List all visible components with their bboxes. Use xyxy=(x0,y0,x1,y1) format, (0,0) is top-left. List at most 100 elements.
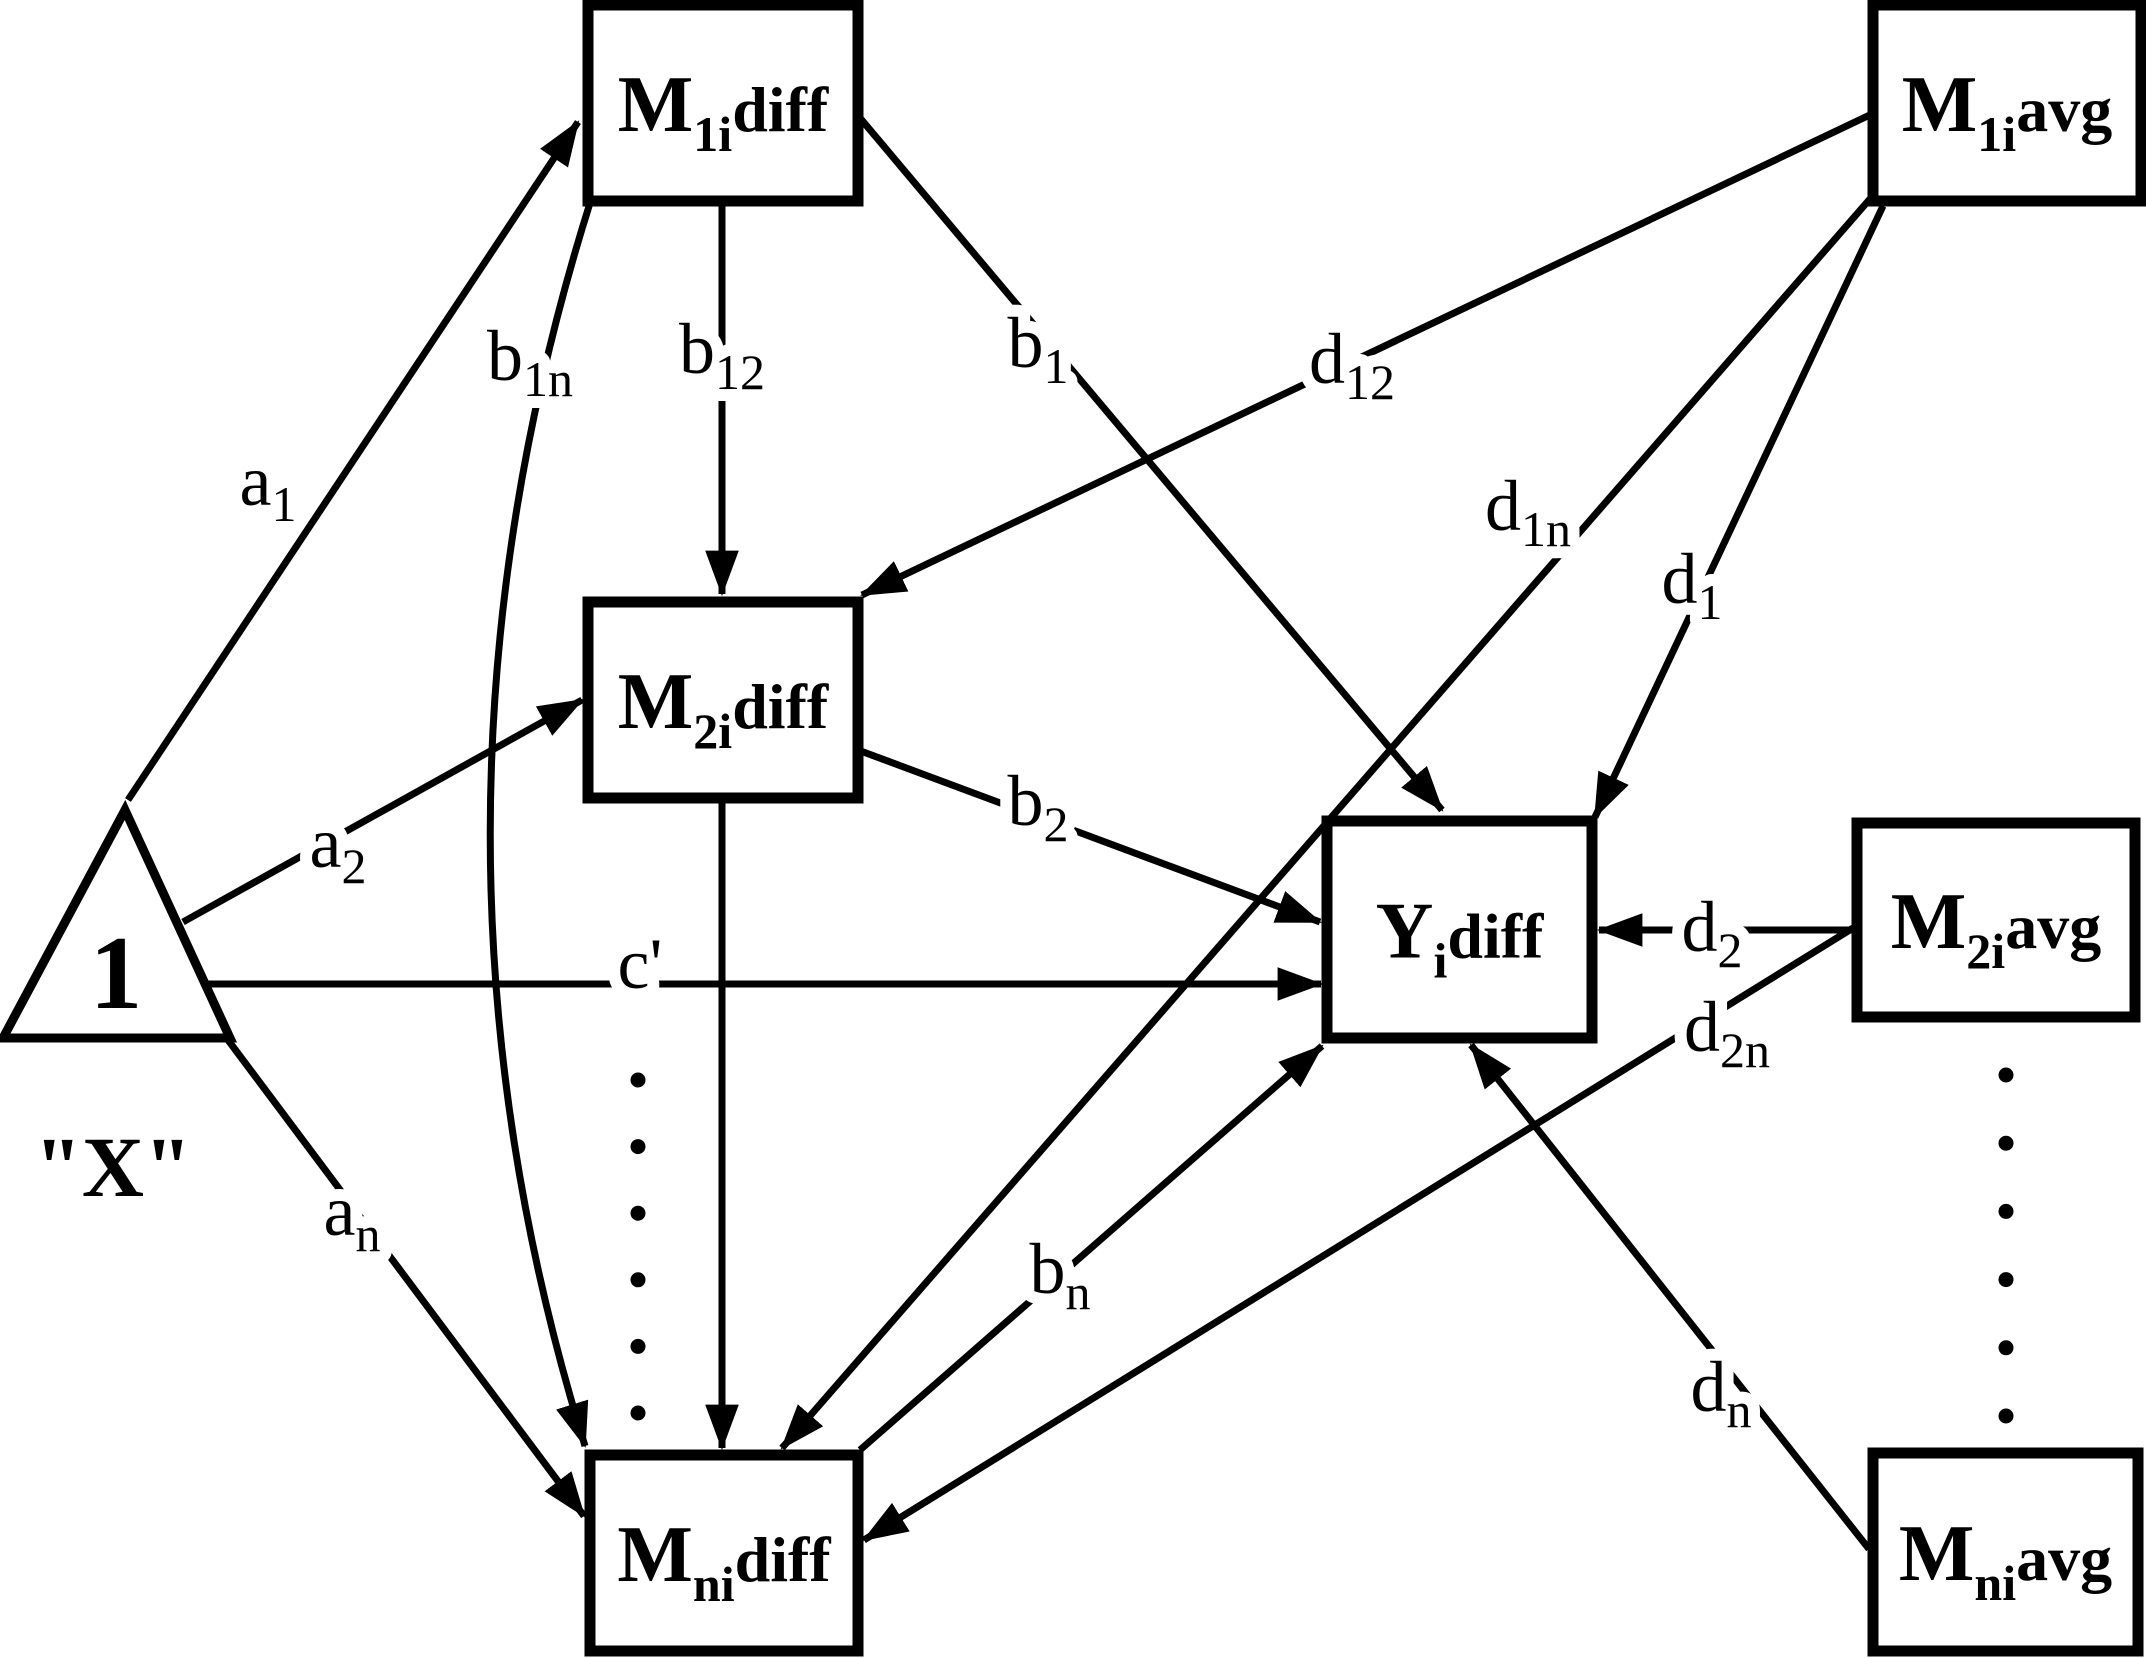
node-label-m2i-diff-rest: diff xyxy=(732,671,829,742)
edge-label-d1n-sub: 1n xyxy=(1521,501,1571,557)
edge-label-b1: b1 xyxy=(1008,303,1069,394)
node-quote-label-x-source-halo: "X" xyxy=(34,1119,192,1215)
edge-label-b12-main: b xyxy=(679,309,715,389)
ellipsis-dot xyxy=(1998,1272,2014,1288)
node-label-m2i-diff-halo: M2idiff xyxy=(618,658,829,759)
edge-an xyxy=(225,1037,587,1519)
node-label-m2i-avg-halo: M2iavg xyxy=(1891,878,2101,979)
edge-label-an-main: a xyxy=(324,1171,356,1251)
edge-label-d2: d2 xyxy=(1682,887,1743,978)
node-label-m2i-avg-sub: 2i xyxy=(1966,923,2005,979)
node-label-mni-diff-rest: diff xyxy=(735,1524,832,1595)
edge-label-b1n: b1n xyxy=(487,316,573,407)
ellipsis-dot xyxy=(630,1272,646,1288)
node-label-m1i-diff-main: M xyxy=(618,61,694,149)
ellipsis-dot xyxy=(1998,1408,2014,1424)
edge-dn xyxy=(1468,1042,1872,1552)
edge-label-b12: b12 xyxy=(679,309,765,400)
node-label-m1i-diff-halo: M1idiff xyxy=(618,61,829,162)
edge-label-d12: d12 xyxy=(1309,319,1395,410)
node-label-m1i-diff-rest: diff xyxy=(732,74,829,145)
node-label-x-source-main: 1 xyxy=(90,914,143,1031)
node-label-m2i-avg-main: M xyxy=(1891,878,1967,966)
edge-d2n xyxy=(862,925,1855,1543)
edge-label-b1n-sub: 1n xyxy=(523,351,573,407)
node-label-mni-avg-main: M xyxy=(1899,1510,1975,1598)
node-label-m1i-avg: M1iavg xyxy=(1902,61,2112,162)
node-yi-diff xyxy=(1321,815,1598,1044)
node-label-mni-avg-rest: avg xyxy=(2016,1523,2112,1594)
edge-label-a2: a2 xyxy=(310,803,367,894)
node-label-m2i-avg: M2iavg xyxy=(1891,878,2101,979)
node-label-x-source-main: 1 xyxy=(90,914,143,1031)
edge-label-dn-sub: n xyxy=(1727,1382,1752,1438)
edge-label-d2n-main: d xyxy=(1684,987,1720,1067)
edge-b2 xyxy=(856,746,1322,926)
node-label-m1i-avg-rest: avg xyxy=(2016,74,2112,145)
node-quote-label-x-source: "X" xyxy=(34,1119,192,1215)
node-m1i-diff xyxy=(582,0,864,207)
node-label-m1i-diff-sub: 1i xyxy=(693,106,732,162)
node-label-mni-diff-main: M xyxy=(617,1511,693,1599)
edge-label-d12-main: d xyxy=(1309,319,1345,399)
edge-label-d2n-sub: 2n xyxy=(1720,1022,1770,1078)
edge-label-b2-main: b xyxy=(1008,761,1044,841)
node-label-mni-avg-sub: ni xyxy=(1974,1555,2016,1611)
edge-label-bn-sub: n xyxy=(1066,1264,1091,1320)
edge-label-b2: b2 xyxy=(1008,761,1069,852)
edge-label-b1n-main: b xyxy=(487,316,523,396)
node-label-mni-avg: Mniavg xyxy=(1899,1510,2112,1611)
node-label-m1i-avg-sub: 1i xyxy=(1977,106,2016,162)
edge-bn xyxy=(857,1043,1325,1453)
edge-a1 xyxy=(125,120,581,802)
ellipsis-dot xyxy=(630,1072,646,1088)
edge-label-b1n-sub: 1n xyxy=(523,351,573,407)
edge-label-a1: a1 xyxy=(240,441,297,532)
edge-label-dn-main: d xyxy=(1691,1347,1727,1427)
node-label-m1i-avg-halo: M1iavg xyxy=(1902,61,2112,162)
ellipsis-dot xyxy=(1998,1340,2014,1356)
ellipsis-dot xyxy=(630,1205,646,1221)
edge-label-a1-sub: 1 xyxy=(271,476,296,532)
edge-label-b1-sub: 1 xyxy=(1044,338,1069,394)
node-label-mni-diff: Mnidiff xyxy=(617,1511,831,1612)
node-label-mni-diff-main: M xyxy=(617,1511,693,1599)
ellipsis-dot xyxy=(630,1139,646,1155)
node-label-m2i-avg-rest: avg xyxy=(2005,891,2101,962)
node-quote-label-x-source-text: "X" xyxy=(34,1119,192,1215)
node-label-m1i-avg-main: M xyxy=(1902,61,1978,149)
node-label-yi-diff-sub: i xyxy=(1433,933,1447,989)
edge-label-b1-main: b xyxy=(1008,303,1044,383)
edge-label-a2-main: a xyxy=(310,803,342,883)
node-x-source xyxy=(0,799,238,1043)
node-label-yi-diff: Yidiff xyxy=(1376,888,1544,989)
edge-label-d2n: d2n xyxy=(1684,987,1770,1078)
node-label-m1i-diff-main: M xyxy=(618,61,694,149)
node-label-m2i-diff-main: M xyxy=(618,658,694,746)
node-label-m1i-avg-main: M xyxy=(1902,61,1978,149)
node-label-m2i-diff-sub: 2i xyxy=(693,703,732,759)
edge-label-d1n-main: d xyxy=(1485,466,1521,546)
edge-label-d1: d1 xyxy=(1662,539,1723,630)
edge-label-d1-sub: 1 xyxy=(1698,574,1723,630)
edge-label-d2-sub: 2 xyxy=(1718,922,1743,978)
edge-label-d1-main: d xyxy=(1662,539,1698,619)
node-label-yi-diff-rest: diff xyxy=(1447,901,1544,972)
node-m1i-avg xyxy=(1867,0,2146,207)
node-label-yi-diff-rest: diff xyxy=(1447,901,1544,972)
edge-label-c-prime-main: c' xyxy=(618,924,663,1004)
edge-label-b12-sub: 12 xyxy=(715,344,765,400)
edge-b1n xyxy=(486,201,594,1449)
edge-label-an-sub: n xyxy=(355,1206,380,1262)
node-mni-avg xyxy=(1867,1447,2144,1657)
edge-label-d1n-sub: 1n xyxy=(1521,501,1571,557)
node-label-mni-diff-rest: diff xyxy=(735,1524,832,1595)
ellipsis-dot xyxy=(630,1338,646,1354)
node-label-mni-avg-main: M xyxy=(1899,1510,1975,1598)
edge-label-an: an xyxy=(324,1171,381,1262)
edge-label-b12-sub: 12 xyxy=(715,344,765,400)
edge-d1 xyxy=(1591,204,1887,819)
node-label-m2i-diff: M2idiff xyxy=(618,658,829,759)
node-m2i-diff xyxy=(582,596,864,804)
edge-label-d2n-sub: 2n xyxy=(1720,1022,1770,1078)
